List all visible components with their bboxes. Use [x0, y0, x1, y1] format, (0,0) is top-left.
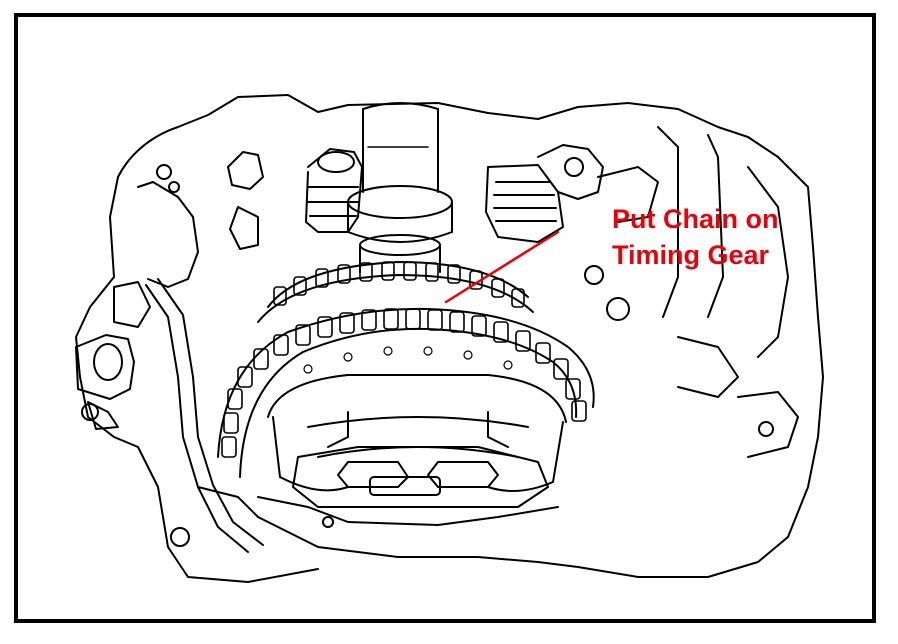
cam-plate — [170, 446, 559, 558]
callout-label: Put Chain on Timing Gear — [612, 201, 872, 273]
callout-line-2: Timing Gear — [612, 240, 770, 270]
timing-chain-upper — [257, 261, 534, 323]
callout-leader-line — [444, 230, 560, 304]
camshaft — [347, 102, 453, 273]
valve-springs-right — [485, 126, 799, 458]
engine-timing-chain-illustration — [75, 94, 824, 583]
callout-line-1: Put Chain on — [612, 204, 779, 234]
left-bolt-boss — [75, 334, 135, 430]
timing-cover-edge — [145, 278, 264, 553]
valve-springs-left — [305, 148, 363, 233]
engine-block-outline — [75, 94, 824, 583]
timing-gear — [267, 374, 567, 492]
figure-frame: Put Chain on Timing Gear — [14, 13, 876, 623]
timing-chain-front — [217, 307, 595, 478]
